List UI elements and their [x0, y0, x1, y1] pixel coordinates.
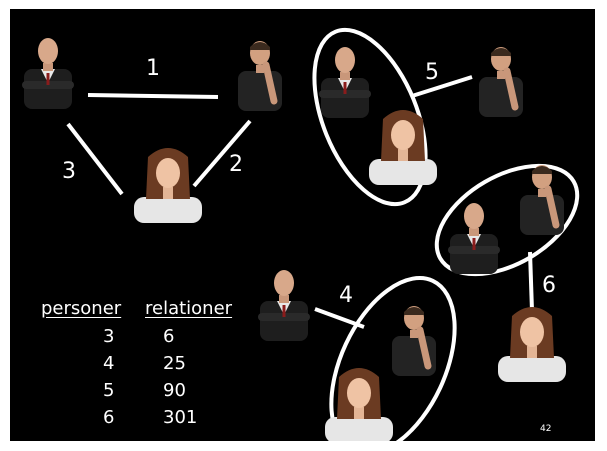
edge-5 — [412, 77, 472, 96]
table-cell: 3 — [103, 328, 114, 346]
edge-1 — [88, 95, 218, 97]
table-cell: 90 — [163, 382, 186, 400]
edge-label-6: 6 — [542, 275, 556, 297]
relation-diagram — [10, 9, 595, 441]
edge-label-1: 1 — [146, 58, 160, 80]
man-thinking-icon — [520, 165, 564, 235]
table-header-relationer: relationer — [145, 300, 232, 318]
man-suit-icon — [22, 38, 74, 109]
group-ellipse-top — [292, 14, 448, 220]
edge-label-4: 4 — [339, 285, 353, 307]
man-thinking-icon — [392, 306, 436, 376]
table-cell: 5 — [103, 382, 114, 400]
table-header-personer: personer — [41, 300, 121, 318]
man-suit-icon — [448, 203, 500, 274]
man-thinking-icon — [238, 41, 282, 111]
man-suit-icon — [319, 47, 371, 118]
table-cell: 6 — [163, 328, 174, 346]
table-cell: 25 — [163, 355, 186, 373]
edge-3 — [68, 124, 122, 194]
table-cell: 6 — [103, 409, 114, 427]
group-ellipse-right — [418, 143, 595, 296]
woman-icon — [498, 307, 566, 382]
man-thinking-icon — [479, 47, 523, 117]
page-number: 42 — [540, 424, 551, 434]
table-cell: 301 — [163, 409, 197, 427]
edge-label-5: 5 — [425, 62, 439, 84]
slide: 1 2 3 4 5 6 personer relationer 3 6 4 25… — [10, 9, 595, 441]
edge-6 — [530, 252, 532, 311]
woman-icon — [134, 148, 202, 223]
edge-label-2: 2 — [229, 154, 243, 176]
man-suit-icon — [258, 270, 310, 341]
edge-label-3: 3 — [62, 161, 76, 183]
table-cell: 4 — [103, 355, 114, 373]
